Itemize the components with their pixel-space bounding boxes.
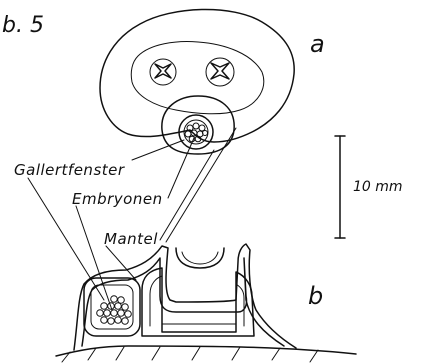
panel-a: a <box>100 9 325 154</box>
panel-a-embryo-cluster <box>185 123 208 142</box>
label-gallertfenster: Gallertfenster <box>14 161 125 179</box>
leader-mantel-a2 <box>166 128 236 242</box>
siphon-cup-inner <box>182 252 218 264</box>
leader-lines <box>28 128 236 310</box>
substrate-line <box>56 346 356 356</box>
leader-mantel-a <box>160 150 214 240</box>
left-siphon <box>150 59 176 85</box>
panel-b-label: b <box>308 282 323 310</box>
scale-bar: 10 mm <box>335 136 403 238</box>
siphon-cup <box>176 248 224 268</box>
right-siphon <box>206 58 234 86</box>
brood-chamber-b-inner <box>91 285 133 329</box>
label-mantel: Mantel <box>104 230 158 248</box>
leader-mantel-b <box>106 246 136 280</box>
scale-bar-label: 10 mm <box>353 179 403 195</box>
substrate-hatching <box>62 347 318 362</box>
panel-a-label: a <box>310 30 325 58</box>
panel-b: b <box>56 244 356 362</box>
brood-chamber-b <box>84 278 140 336</box>
panel-b-embryo-cluster <box>97 296 132 325</box>
figure-number-label: b. 5 <box>2 13 44 38</box>
label-embryonen: Embryonen <box>72 190 163 208</box>
brood-chamber <box>162 96 234 154</box>
panel-a-outer-body <box>100 9 294 142</box>
